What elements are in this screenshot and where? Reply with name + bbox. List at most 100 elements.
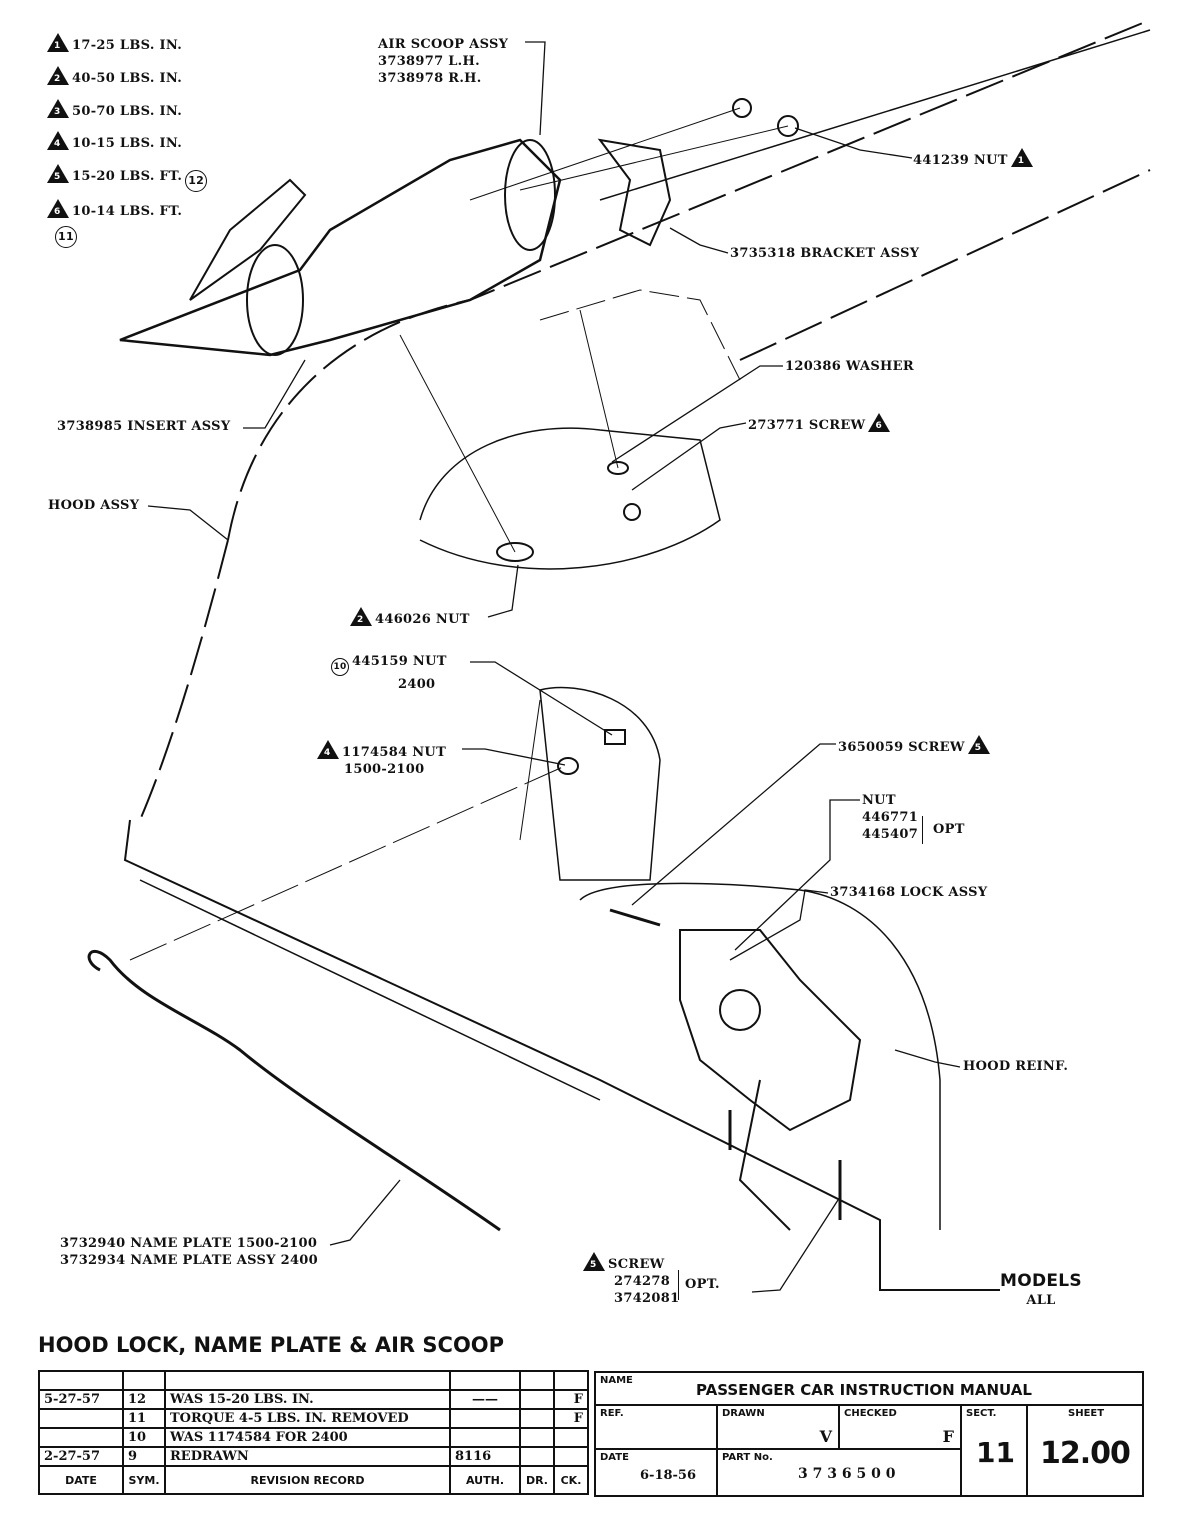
headers-ck: CK. bbox=[553, 1465, 589, 1495]
table-row bbox=[38, 1370, 589, 1391]
1-mark: 2 bbox=[54, 74, 61, 84]
nut-445159-text: 445159 NUT bbox=[352, 654, 447, 669]
sheet-value: 12.00 bbox=[1040, 1436, 1131, 1471]
3-ck bbox=[553, 1427, 589, 1448]
torque-value: 10-14 LBS. FT. bbox=[72, 204, 183, 219]
models-line1: MODELS bbox=[1000, 1271, 1082, 1291]
0-desc bbox=[164, 1370, 451, 1391]
4-auth: 8116 bbox=[449, 1446, 521, 1467]
1-date: 5-27-57 bbox=[38, 1389, 124, 1410]
manual-name: PASSENGER CAR INSTRUCTION MANUAL bbox=[696, 1381, 1032, 1399]
revision-circle-icon: 12 bbox=[185, 170, 208, 192]
torque-triangle-icon: 6 bbox=[47, 199, 69, 218]
nameplate-line1: 3732940 NAME PLATE 1500-2100 bbox=[60, 1236, 318, 1251]
2-ck: F bbox=[553, 1408, 589, 1429]
torque-triangle-icon: 4 bbox=[47, 131, 69, 150]
1-ck: F bbox=[553, 1389, 589, 1410]
nut-opt-line3: 445407 bbox=[862, 827, 919, 842]
callout-hood-reinf: HOOD REINF. bbox=[963, 1059, 1069, 1074]
torque-triangle-icon: 3 bbox=[47, 99, 69, 118]
callout-lock: 3734168 LOCK ASSY bbox=[830, 885, 988, 900]
2-desc: TORQUE 4-5 LBS. IN. REMOVED bbox=[164, 1408, 451, 1429]
torque-triangle-icon: 1 bbox=[47, 33, 69, 52]
callout-hood: HOOD ASSY bbox=[48, 498, 140, 513]
sect-label: SECT. bbox=[966, 1408, 997, 1419]
headers-sym: SYM. bbox=[122, 1465, 166, 1495]
screw-273771-mark: 6 bbox=[875, 421, 883, 431]
bracket-shape bbox=[597, 138, 672, 247]
screw-opt-mark: 5 bbox=[590, 1260, 597, 1270]
torque-triangle-icon: 2 bbox=[350, 607, 372, 626]
0-ck bbox=[553, 1370, 589, 1391]
callout-insert: 3738985 INSERT ASSY bbox=[57, 419, 231, 434]
3-sym: 10 bbox=[122, 1427, 166, 1448]
1-dr bbox=[519, 1389, 555, 1410]
nut-446026-text: 446026 NUT bbox=[375, 612, 470, 627]
nut-opt-line2: 446771 bbox=[862, 810, 919, 825]
1-auth: —— bbox=[449, 1389, 521, 1410]
torque-triangle-icon: 2 bbox=[47, 66, 69, 85]
2-auth bbox=[449, 1408, 521, 1429]
torque-triangle-icon: 5 bbox=[583, 1252, 605, 1271]
air-scoop-line3: 3738978 R.H. bbox=[378, 71, 482, 86]
2-dr bbox=[519, 1408, 555, 1429]
torque-triangle-icon: 5 bbox=[967, 735, 990, 754]
checked-label: CHECKED bbox=[844, 1408, 897, 1419]
nut-shape bbox=[777, 115, 799, 137]
checked-value: F bbox=[942, 1427, 954, 1446]
1-sym: 12 bbox=[122, 1389, 166, 1410]
headers-date: DATE bbox=[38, 1465, 124, 1495]
date-value: 6-18-56 bbox=[640, 1468, 697, 1483]
torque-value: 15-20 LBS. FT. bbox=[72, 169, 183, 184]
callout-bracket: 3735318 BRACKET ASSY bbox=[730, 246, 920, 261]
3-auth bbox=[449, 1427, 521, 1448]
panel-shape bbox=[419, 427, 721, 570]
0-auth bbox=[449, 1370, 521, 1391]
lock-assembly bbox=[679, 929, 862, 1132]
torque-value: 17-25 LBS. IN. bbox=[72, 38, 183, 53]
4-sym: 9 bbox=[122, 1446, 166, 1467]
screw-opt-line3: 3742081 bbox=[614, 1291, 680, 1306]
screw-opt-line1: SCREW bbox=[608, 1257, 665, 1272]
air-scoop-line2: 3738977 L.H. bbox=[378, 54, 480, 69]
torque-triangle-icon: 1 bbox=[1010, 148, 1033, 167]
nut-opt-opt: OPT bbox=[922, 816, 965, 844]
headers-auth: AUTH. bbox=[449, 1465, 521, 1495]
screw-opt-opt: OPT. bbox=[678, 1270, 720, 1300]
headers-desc: REVISION RECORD bbox=[164, 1465, 451, 1495]
0-sym bbox=[122, 1370, 166, 1391]
screw-opt-line2: 274278 bbox=[614, 1274, 671, 1289]
nut-1174584-text: 1174584 NUT bbox=[342, 745, 447, 760]
revision-circle-icon: 11 bbox=[55, 226, 77, 248]
nut-opt-line1: NUT bbox=[862, 793, 896, 808]
callout-nut-446026: 2 446026 NUT bbox=[347, 607, 470, 628]
0-dr bbox=[519, 1370, 555, 1391]
nut-1174584-sub: 1500-2100 bbox=[344, 762, 425, 777]
date-label: DATE bbox=[600, 1452, 629, 1463]
revision-circle-icon: 10 bbox=[331, 658, 349, 676]
page-title: HOOD LOCK, NAME PLATE & AIR SCOOP bbox=[38, 1333, 505, 1357]
4-desc: REDRAWN bbox=[164, 1446, 451, 1467]
nut-441239-mark: 1 bbox=[1017, 156, 1025, 166]
torque-value: 50-70 LBS. IN. bbox=[72, 104, 183, 119]
nut-446026-mark: 2 bbox=[357, 615, 364, 625]
torque-value: 40-50 LBS. IN. bbox=[72, 71, 183, 86]
hood-rail bbox=[123, 819, 1000, 1291]
hood-outline bbox=[227, 19, 1151, 541]
